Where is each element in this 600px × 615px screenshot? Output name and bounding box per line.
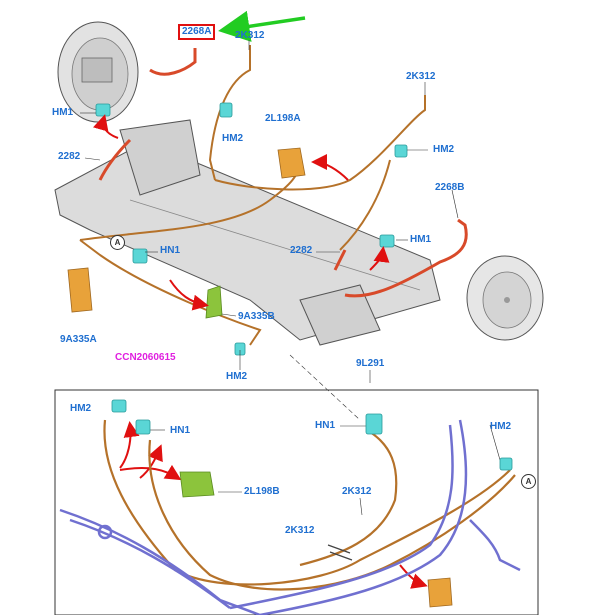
part-label-HM2-lower: HM2 (226, 371, 248, 382)
detail-frame (54, 389, 539, 615)
part-label-HM1-right: HM1 (410, 234, 432, 245)
detail-fuel-lines (59, 419, 521, 615)
part-label-2L198A: 2L198A (265, 113, 301, 124)
rear-brake-lines (79, 45, 426, 346)
detail-components (111, 399, 513, 608)
callout-circle-a-upper: A (110, 235, 125, 250)
part-label-HM2-detail-left: HM2 (70, 403, 92, 414)
brake-hoses (98, 48, 468, 298)
part-label-2K312-right: 2K312 (406, 71, 436, 82)
part-label-HM2-upper: HM2 (222, 133, 244, 144)
part-label-HM2-right: HM2 (433, 144, 455, 155)
part-label-2268A: 2268A (178, 24, 216, 40)
part-label-HM2-detail-right: HM2 (490, 421, 512, 432)
part-label-2K312-detail: 2K312 (342, 486, 372, 497)
part-label-2268B: 2268B (435, 182, 465, 193)
part-label-HN1-detail-left: HN1 (170, 425, 191, 436)
green-pointer-arrow (218, 10, 306, 42)
part-label-HM1-left: HM1 (52, 107, 74, 118)
red-arrows (93, 114, 428, 589)
part-label-2282-left: 2282 (58, 151, 81, 162)
part-label-HN1-detail-mid: HN1 (315, 420, 336, 431)
part-label-9A335B: 9A335B (238, 311, 275, 322)
part-label-9L291: 9L291 (356, 358, 385, 369)
part-label-HN1-center: HN1 (160, 245, 181, 256)
part-label-2K312-top: 2K312 (235, 30, 265, 41)
leader-lines (80, 40, 501, 516)
rear-axle-beam (54, 119, 441, 346)
part-label-2K312-detail-lower: 2K312 (285, 525, 315, 536)
left-brake-backing-plate (57, 21, 139, 123)
clips (95, 102, 408, 356)
part-label-2L198B: 2L198B (244, 486, 280, 497)
part-label-9A335A: 9A335A (60, 334, 97, 345)
callout-circle-a-lower: A (521, 474, 536, 489)
part-label-2282-right: 2282 (290, 245, 313, 256)
brackets (67, 147, 306, 319)
right-brake-drum (466, 255, 544, 341)
part-label-CCN2060615: CCN2060615 (115, 352, 176, 363)
